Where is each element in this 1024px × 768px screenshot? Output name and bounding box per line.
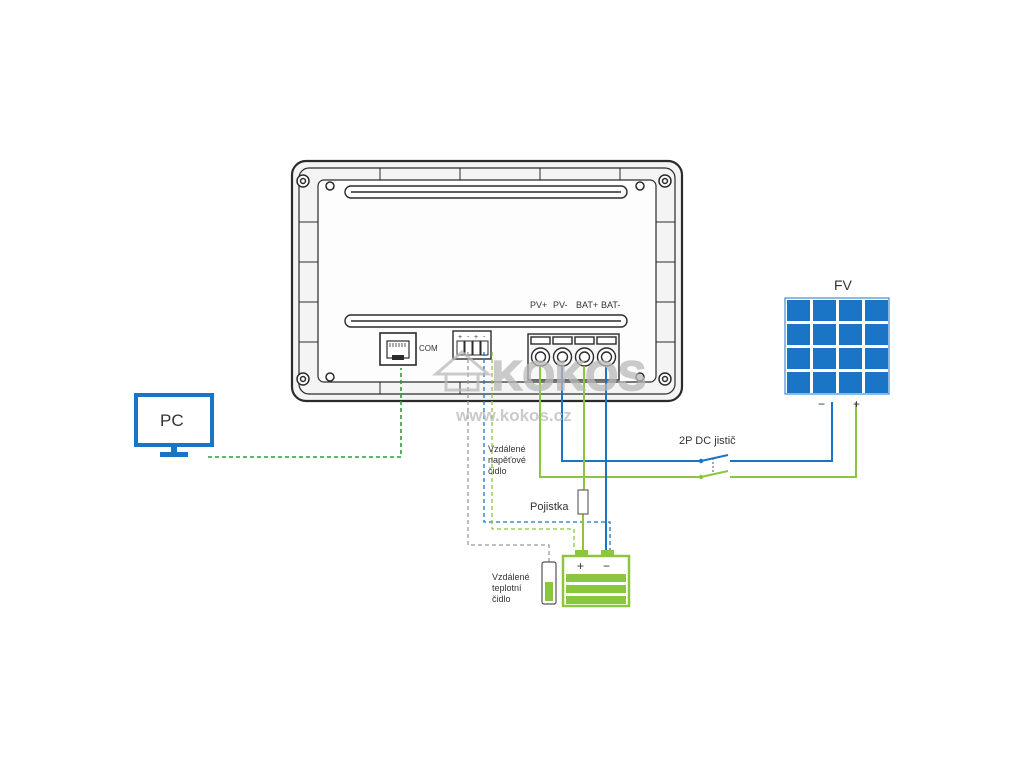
com-port xyxy=(379,332,417,366)
terminal-label-bat-plus: BAT+ xyxy=(576,300,598,310)
pc-label: PC xyxy=(160,411,184,430)
battery-minus-label: − xyxy=(603,559,610,573)
pv-panel-label: FV xyxy=(834,277,853,293)
sensor-mark-3: + xyxy=(474,334,478,341)
wire-pv-minus xyxy=(561,366,699,462)
temp-sensor-label-3: čidlo xyxy=(492,594,511,604)
terminal-label-pv-minus: PV- xyxy=(553,300,568,310)
temperature-sensor-icon xyxy=(541,561,557,605)
wire-pc-com xyxy=(208,368,402,458)
kokos-watermark: KOKOS www.kokos.cz xyxy=(431,350,647,425)
pv-plus-label: + xyxy=(853,397,860,411)
terminal-label-bat-minus: BAT- xyxy=(601,300,620,310)
wire-voltage-sensor-blue xyxy=(483,352,611,550)
dc-breaker-switch xyxy=(698,454,729,480)
fuse-icon xyxy=(577,489,589,515)
voltage-sensor-label-3: čidlo xyxy=(488,466,507,476)
fuse-label: Pojistka xyxy=(530,501,569,513)
voltage-sensor-label-1: Vzdálené xyxy=(488,444,526,454)
solar-panel-icon xyxy=(784,297,890,395)
terminal-label-pv-plus: PV+ xyxy=(530,300,547,310)
wire-voltage-sensor-green xyxy=(491,352,575,550)
wire-pv-minus-panel xyxy=(730,402,833,462)
pv-minus-label: − xyxy=(818,397,825,411)
pc-monitor-icon xyxy=(134,393,214,457)
watermark-brand: KOKOS xyxy=(492,352,646,399)
watermark-url: www.kokos.cz xyxy=(455,406,572,425)
com-port-label: COM xyxy=(419,344,438,353)
sensor-mark-2: - xyxy=(467,334,470,341)
charge-controller: COM + - + - PV+ PV- xyxy=(290,159,684,403)
sensor-mark-1: + xyxy=(458,334,462,341)
wire-pv-plus xyxy=(539,366,699,478)
breaker-label: 2P DC jistič xyxy=(679,435,736,447)
sensor-mark-4: - xyxy=(483,334,486,341)
power-terminal-block xyxy=(527,333,620,381)
temp-sensor-label-2: teplotní xyxy=(492,583,522,593)
screw-holes xyxy=(296,174,672,386)
wire-temp-sensor xyxy=(467,352,550,562)
voltage-sensor-label-2: napěťové xyxy=(488,455,526,465)
wire-pv-plus-panel xyxy=(730,402,857,478)
battery-icon xyxy=(561,550,631,608)
temp-sensor-label-1: Vzdálené xyxy=(492,572,530,582)
battery-plus-label: + xyxy=(577,559,584,573)
